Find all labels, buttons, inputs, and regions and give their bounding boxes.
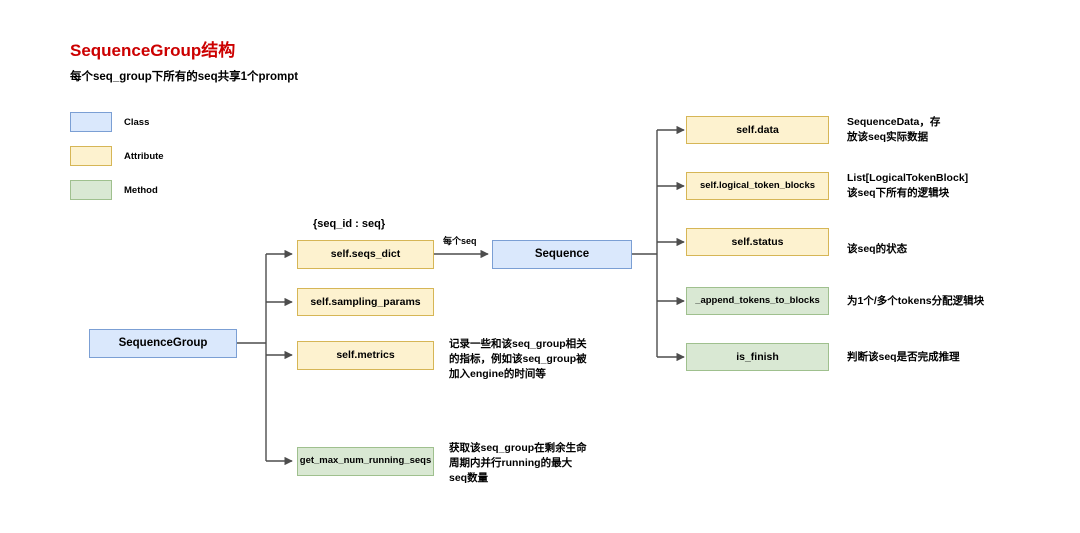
- annotation-get-max-num-running-seqs: 获取该seq_group在剩余生命 周期内并行running的最大 seq数量: [449, 442, 587, 485]
- annotation-status: 该seq的状态: [847, 243, 908, 255]
- node-status[interactable]: self.status: [686, 228, 829, 256]
- node-sampling-params[interactable]: self.sampling_params: [297, 288, 434, 316]
- node-append-tokens-to-blocks[interactable]: _append_tokens_to_blocks: [686, 287, 829, 315]
- annotation-metrics: 记录一些和该seq_group相关 的指标，例如该seq_group被 加入en…: [449, 338, 587, 381]
- annotation-append-tokens-to-blocks: 为1个/多个tokens分配逻辑块: [847, 295, 985, 307]
- node-sequence[interactable]: Sequence: [492, 240, 632, 269]
- legend-swatch-method: [70, 180, 112, 200]
- node-data[interactable]: self.data: [686, 116, 829, 144]
- node-is-finish[interactable]: is_finish: [686, 343, 829, 371]
- legend-label-attribute: Attribute: [124, 151, 164, 162]
- node-get-max-num-running-seqs[interactable]: get_max_num_running_seqs: [297, 447, 434, 476]
- node-metrics[interactable]: self.metrics: [297, 341, 434, 370]
- page-subtitle: 每个seq_group下所有的seq共享1个prompt: [70, 71, 299, 83]
- node-sequence-group[interactable]: SequenceGroup: [89, 329, 237, 358]
- caption-seqs-dict-type: {seq_id : seq}: [313, 218, 386, 230]
- annotation-data: SequenceData，存 放该seq实际数据: [847, 116, 941, 144]
- legend-swatch-class: [70, 112, 112, 132]
- edge-label-per-seq: 每个seq: [443, 236, 477, 246]
- node-seqs-dict[interactable]: self.seqs_dict: [297, 240, 434, 269]
- legend-label-class: Class: [124, 117, 150, 128]
- legend-swatch-attribute: [70, 146, 112, 166]
- legend-label-method: Method: [124, 185, 158, 196]
- annotation-is-finish: 判断该seq是否完成推理: [847, 351, 960, 363]
- node-logical-token-blocks[interactable]: self.logical_token_blocks: [686, 172, 829, 200]
- annotation-logical-token-blocks: List[LogicalTokenBlock] 该seq下所有的逻辑块: [847, 172, 969, 200]
- page-title: SequenceGroup结构: [70, 41, 236, 60]
